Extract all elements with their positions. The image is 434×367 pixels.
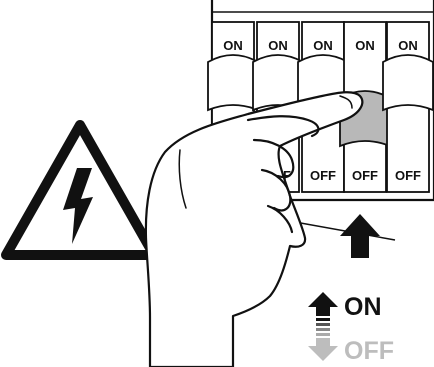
breaker-lever[interactable] (383, 55, 433, 110)
on-arrow-icon (308, 292, 338, 316)
breaker-off-label: OFF (310, 168, 336, 183)
breaker-on-label: ON (268, 38, 288, 53)
electrical-hazard-icon (6, 125, 154, 255)
push-up-arrow-icon (340, 214, 380, 258)
breaker-5[interactable]: ON OFF (383, 22, 433, 192)
breaker-off-label: OFF (395, 168, 421, 183)
legend-on-label: ON (344, 293, 382, 321)
breaker-on-label: ON (355, 38, 375, 53)
legend-off-label: OFF (344, 337, 394, 365)
breaker-on-label: ON (313, 38, 333, 53)
off-arrow-icon (308, 338, 338, 361)
breaker-lever[interactable] (208, 55, 258, 110)
breaker-on-label: ON (223, 38, 243, 53)
breaker-on-label: ON (398, 38, 418, 53)
breaker-off-label: OFF (352, 168, 378, 183)
on-off-legend: ON OFF (308, 292, 394, 365)
